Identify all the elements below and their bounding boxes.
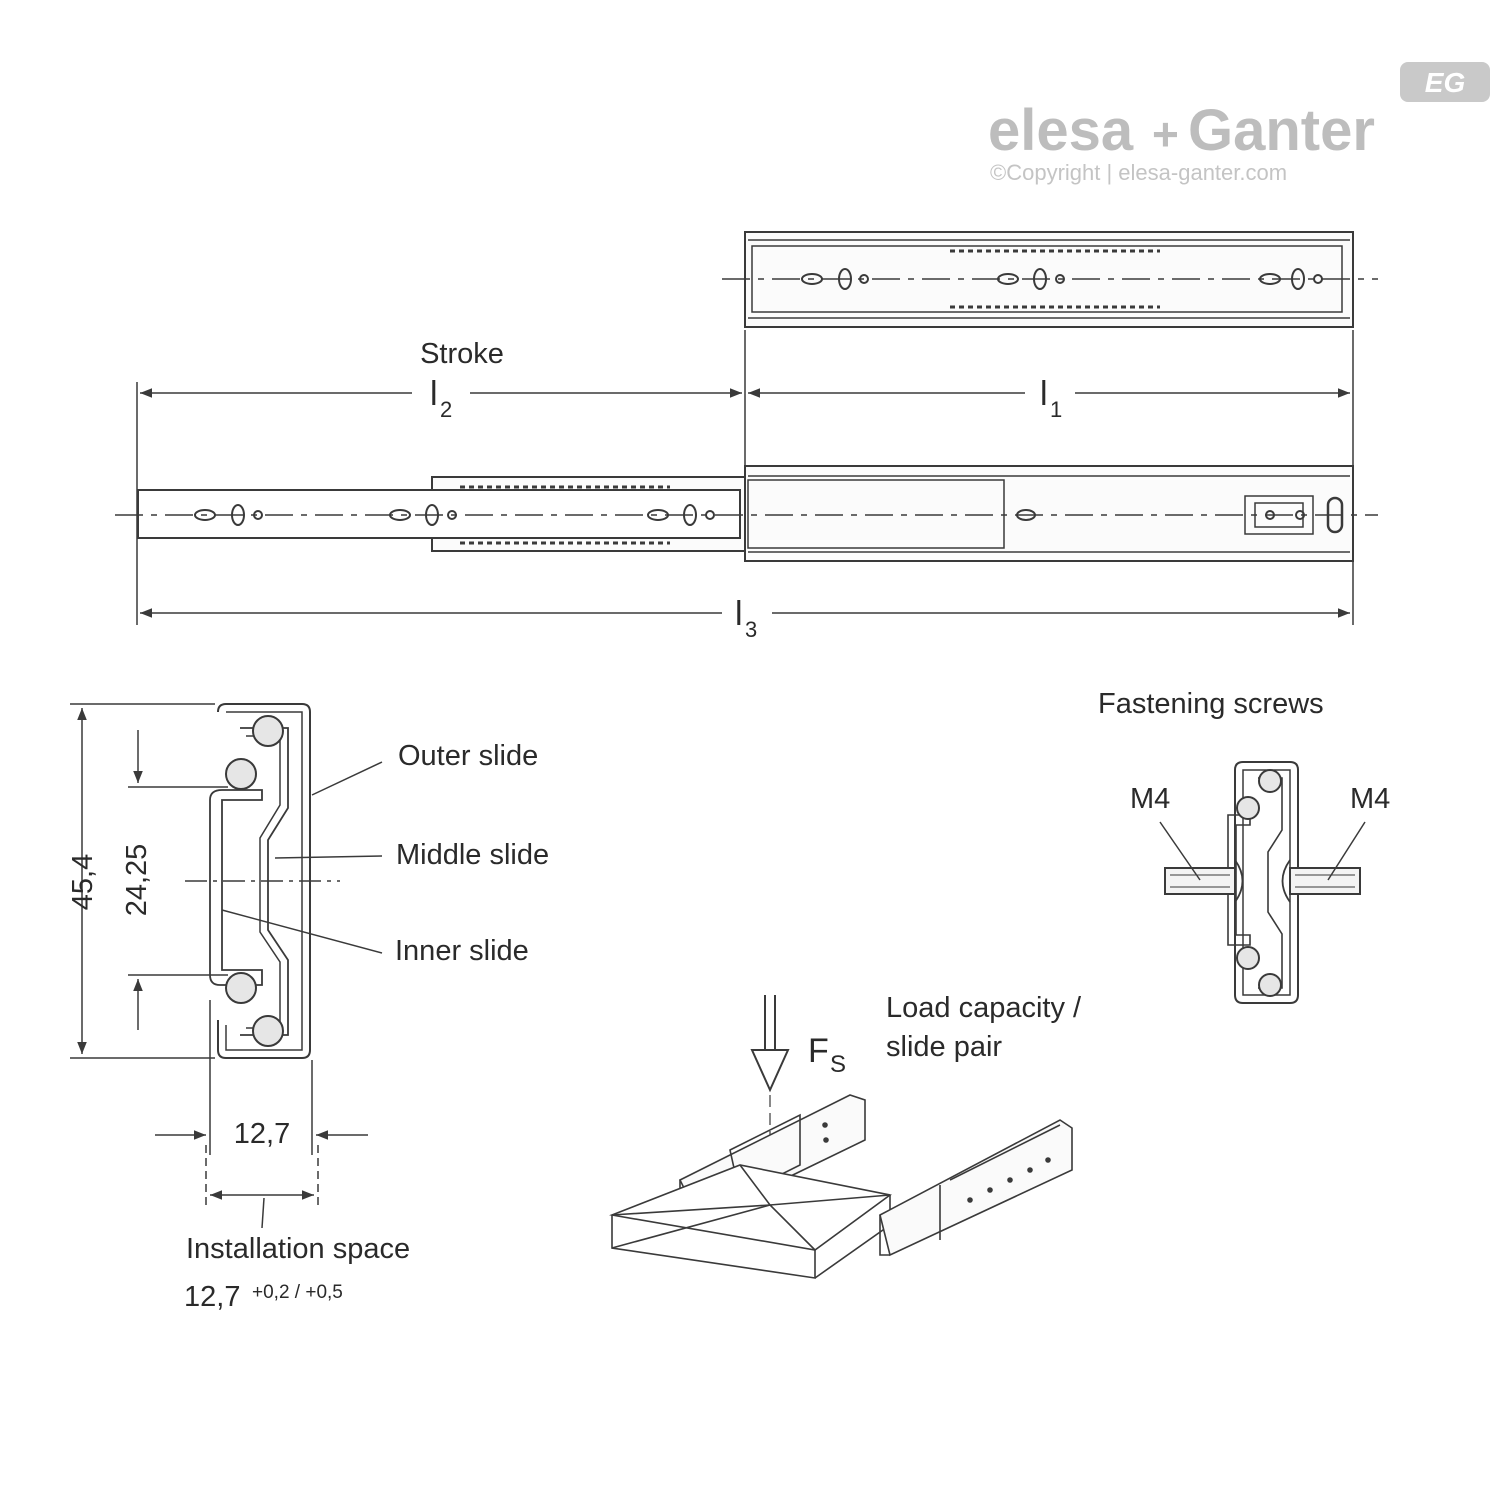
l3-main: l xyxy=(735,595,743,633)
screw-right-label: M4 xyxy=(1350,783,1390,815)
stroke-label: Stroke xyxy=(420,338,504,370)
l2-sub: 2 xyxy=(440,397,452,422)
cross-section-leaders xyxy=(221,761,383,954)
height-dimension-label: 45,4 xyxy=(67,854,99,910)
l1-sub: 1 xyxy=(1050,397,1062,422)
dimension-l1: l 1 xyxy=(1040,375,1062,422)
copyright-text: ©Copyright | elesa-ganter.com xyxy=(990,160,1287,185)
dimension-l2: l 2 xyxy=(430,375,452,422)
width-dimension-label: 12,7 xyxy=(234,1118,290,1150)
installation-space-label: Installation space xyxy=(186,1233,410,1265)
installation-space-tolerance: +0,2 / +0,5 xyxy=(252,1282,343,1303)
eg-badge-text: EG xyxy=(1425,67,1465,98)
brand-plus: + xyxy=(1152,108,1179,160)
l3-sub: 3 xyxy=(745,617,757,642)
force-symbol: F S xyxy=(808,1032,846,1078)
l2-main: l xyxy=(430,375,438,413)
load-capacity-caption-2: slide pair xyxy=(886,1031,1002,1063)
inner-slide-label: Inner slide xyxy=(395,935,529,967)
collapsed-slide-view xyxy=(722,231,1378,328)
l1-main: l xyxy=(1040,375,1048,413)
dimension-l3: l 3 xyxy=(735,595,757,642)
screw-left-label: M4 xyxy=(1130,783,1170,815)
installation-space-value: 12,7 xyxy=(184,1281,240,1313)
force-main: F xyxy=(808,1032,829,1070)
extended-slide-view xyxy=(115,465,1378,562)
eg-badge-icon xyxy=(1400,62,1490,102)
middle-slide-label: Middle slide xyxy=(396,839,549,871)
brand-name-ganter: Ganter xyxy=(1188,98,1375,163)
brand-name-elesa: elesa xyxy=(988,98,1134,163)
cross-section-profile xyxy=(185,703,340,1059)
drawer-sketch xyxy=(609,1094,1073,1279)
outer-slide-label: Outer slide xyxy=(398,740,538,772)
brand-logo: EG elesa + Ganter ©Copyright | elesa-gan… xyxy=(988,62,1490,185)
force-sub: S xyxy=(830,1051,846,1078)
fastening-screws-title: Fastening screws xyxy=(1098,688,1324,720)
fastening-profile xyxy=(1159,761,1366,1004)
cross-section-dimensions xyxy=(70,703,368,1229)
load-capacity-caption-1: Load capacity / xyxy=(886,992,1082,1024)
hole-spacing-label: 24,25 xyxy=(121,844,153,917)
